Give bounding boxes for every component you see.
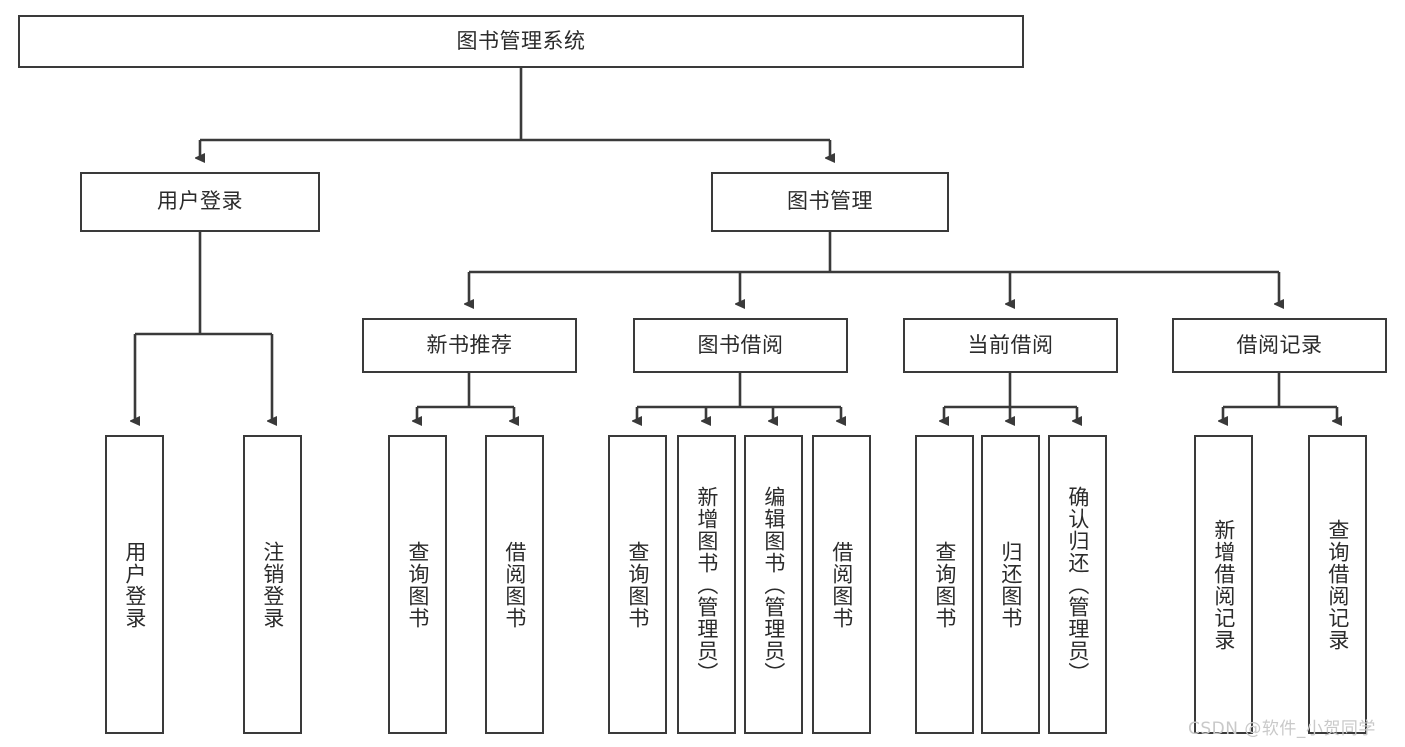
node-new-book-recommend-label: 新书推荐 <box>426 332 513 357</box>
node-root-system[interactable]: 图书管理系统 <box>18 15 1024 68</box>
node-leaf-query-book-c[interactable]: 查询图书 <box>915 435 974 734</box>
node-leaf-query-book-a-label: 查询图书 <box>405 540 430 629</box>
node-leaf-query-book-b[interactable]: 查询图书 <box>608 435 667 734</box>
node-book-borrow-label: 图书借阅 <box>697 332 784 357</box>
node-root-label: 图书管理系统 <box>456 28 586 53</box>
node-book-borrow[interactable]: 图书借阅 <box>633 318 848 373</box>
node-leaf-borrow-book-a[interactable]: 借阅图书 <box>485 435 544 734</box>
node-leaf-logout-login[interactable]: 注销登录 <box>243 435 302 734</box>
node-leaf-query-record[interactable]: 查询借阅记录 <box>1308 435 1367 734</box>
edges-borrow-record-to-leaves <box>1223 373 1337 421</box>
node-borrow-record-label: 借阅记录 <box>1236 332 1323 357</box>
node-leaf-add-book[interactable]: 新增图书（管理员） <box>677 435 736 734</box>
node-user-login-label: 用户登录 <box>157 189 243 214</box>
edges-book-borrow-to-leaves <box>637 373 841 421</box>
node-leaf-return-book-label: 归还图书 <box>998 540 1023 629</box>
node-leaf-add-record-label: 新增借阅记录 <box>1211 518 1236 651</box>
node-leaf-return-book[interactable]: 归还图书 <box>981 435 1040 734</box>
edges-user-login-to-leaves <box>135 232 272 421</box>
edges-root-to-level1 <box>200 68 830 158</box>
node-book-management-label: 图书管理 <box>787 189 873 214</box>
node-new-book-recommend[interactable]: 新书推荐 <box>362 318 577 373</box>
node-leaf-query-record-label: 查询借阅记录 <box>1325 518 1350 651</box>
node-leaf-edit-book[interactable]: 编辑图书（管理员） <box>744 435 803 734</box>
node-leaf-borrow-book-b-label: 借阅图书 <box>829 540 854 629</box>
edges-book-management-to-level2 <box>469 232 1279 304</box>
node-current-borrow-label: 当前借阅 <box>967 332 1054 357</box>
node-borrow-record[interactable]: 借阅记录 <box>1172 318 1387 373</box>
node-leaf-user-login[interactable]: 用户登录 <box>105 435 164 734</box>
node-leaf-add-record[interactable]: 新增借阅记录 <box>1194 435 1253 734</box>
edges-new-book-recommend-to-leaves <box>417 373 514 421</box>
node-book-management[interactable]: 图书管理 <box>711 172 949 232</box>
node-leaf-add-book-label: 新增图书（管理员） <box>694 485 719 684</box>
node-leaf-borrow-book-b[interactable]: 借阅图书 <box>812 435 871 734</box>
edges-current-borrow-to-leaves <box>944 373 1077 421</box>
node-leaf-query-book-c-label: 查询图书 <box>932 540 957 629</box>
node-leaf-edit-book-label: 编辑图书（管理员） <box>761 485 786 684</box>
node-leaf-borrow-book-a-label: 借阅图书 <box>502 540 527 629</box>
node-leaf-confirm-return-label: 确认归还（管理员） <box>1065 485 1090 684</box>
node-user-login[interactable]: 用户登录 <box>80 172 320 232</box>
node-current-borrow[interactable]: 当前借阅 <box>903 318 1118 373</box>
node-leaf-logout-login-label: 注销登录 <box>260 540 285 629</box>
node-leaf-user-login-label: 用户登录 <box>122 540 147 629</box>
node-leaf-query-book-a[interactable]: 查询图书 <box>388 435 447 734</box>
node-leaf-query-book-b-label: 查询图书 <box>625 540 650 629</box>
node-leaf-confirm-return[interactable]: 确认归还（管理员） <box>1048 435 1107 734</box>
